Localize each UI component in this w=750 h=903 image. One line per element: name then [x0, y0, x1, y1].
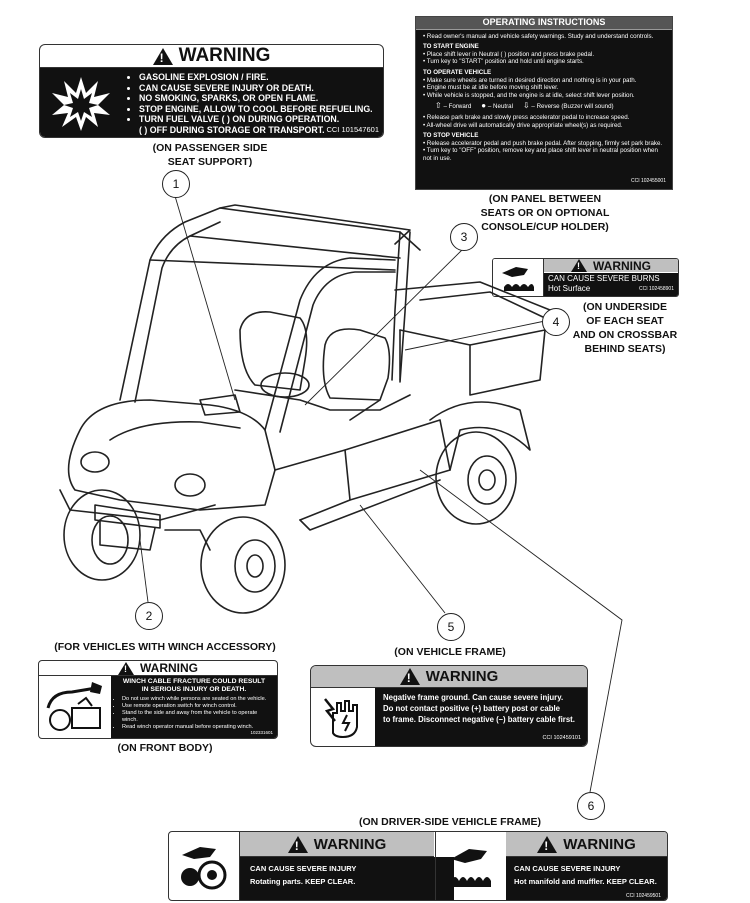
- callout-6: 6: [577, 792, 605, 820]
- rotating-body: CAN CAUSE SEVERE INJURY Rotating parts. …: [240, 857, 454, 900]
- fuel-warning-header: WARNING: [40, 45, 383, 68]
- neutral-icon: ●: [481, 101, 487, 111]
- fuel-line-1: GASOLINE EXPLOSION / FIRE.: [139, 72, 379, 83]
- driver-frame-warning-label: WARNING CAN CAUSE SEVERE INJURY Rotating…: [168, 831, 668, 901]
- rotating-header: WARNING: [240, 832, 434, 857]
- burns-warning-label: WARNING CAN CAUSE SEVERE BURNS Hot Surfa…: [492, 258, 679, 297]
- rotating-parts-icon: [169, 832, 240, 900]
- callout-1: 1: [162, 170, 190, 198]
- warning-triangle-icon: [118, 661, 134, 675]
- fuel-location-caption: (ON PASSENGER SIDE SEAT SUPPORT): [152, 142, 268, 168]
- warning-triangle-icon: [399, 668, 420, 685]
- frame-warning-label: WARNING Negative frame ground. Can cause…: [310, 665, 588, 747]
- fuel-line-4: STOP ENGINE, ALLOW TO COOL BEFORE REFUEL…: [139, 104, 379, 115]
- reverse-arrow-icon: ⇩: [522, 101, 530, 111]
- forward-arrow-icon: ⇧: [435, 101, 442, 111]
- start-heading: TO START ENGINE: [423, 43, 479, 51]
- fuel-line-6: ( ) OFF DURING STORAGE OR TRANSPORT.: [139, 124, 325, 135]
- stop-heading: TO STOP VEHICLE: [423, 132, 479, 140]
- callout-3: 3: [450, 223, 478, 251]
- hot-manifold-header: WARNING: [506, 832, 667, 857]
- callout-4: 4: [542, 308, 570, 336]
- warning-triangle-icon: [537, 835, 558, 853]
- operating-title: OPERATING INSTRUCTIONS: [416, 17, 672, 30]
- burns-body: CAN CAUSE SEVERE BURNS Hot Surface CCI 1…: [544, 273, 678, 296]
- operate-heading: TO OPERATE VEHICLE: [423, 68, 492, 76]
- fuel-line-5: TURN FUEL VALVE ( ) ON DURING OPERATION.: [139, 114, 379, 125]
- burns-location-caption: (ON UNDERSIDE OF EACH SEAT AND ON CROSSB…: [572, 301, 678, 355]
- fuel-warning-body: GASOLINE EXPLOSION / FIRE. CAN CAUSE SEV…: [40, 68, 383, 137]
- operating-intro: • Read owner's manual and vehicle safety…: [423, 32, 654, 40]
- frame-location-caption: (ON VEHICLE FRAME): [394, 646, 506, 658]
- callout-5: 5: [437, 613, 465, 641]
- winch-body: WINCH CABLE FRACTURE COULD RESULT IN SER…: [111, 676, 277, 738]
- operating-instructions-label: OPERATING INSTRUCTIONS • Read owner's ma…: [415, 16, 673, 190]
- fuel-warning-label: WARNING GASOLINE EXPLOSION / FIRE. CAN C…: [39, 44, 384, 138]
- operating-location-caption: (ON PANEL BETWEEN SEATS OR ON OPTIONAL C…: [480, 193, 610, 233]
- fuel-code: CCI 101547601: [326, 124, 379, 134]
- warning-triangle-icon: [571, 259, 587, 272]
- hot-manifold-icon: [435, 832, 507, 900]
- shock-hand-icon: [311, 688, 375, 746]
- driver-frame-location-caption: (ON DRIVER-SIDE VEHICLE FRAME): [358, 816, 541, 828]
- shift-positions: ⇧ – Forward ● – Neutral ⇩ – Reverse (Buz…: [435, 101, 614, 111]
- hot-manifold-body: CAN CAUSE SEVERE INJURY Hot manifold and…: [506, 857, 667, 900]
- fuel-warning-heading: WARNING: [178, 45, 271, 66]
- frame-header: WARNING: [311, 666, 587, 688]
- winch-warning-label: WARNING WINCH CABLE FRACTURE COULD RESUL…: [38, 660, 278, 739]
- callout-2: 2: [135, 602, 163, 630]
- warning-triangle-icon: [152, 47, 173, 65]
- frame-body: Negative frame ground. Can cause severe …: [375, 688, 587, 746]
- explosion-icon: [40, 68, 122, 137]
- winch-cable-icon: [39, 676, 111, 738]
- burns-header: WARNING: [544, 259, 678, 273]
- winch-header: WARNING: [39, 661, 277, 676]
- winch-location-caption: (ON FRONT BODY): [117, 742, 213, 754]
- fuel-line-2: CAN CAUSE SEVERE INJURY OR DEATH.: [139, 83, 379, 94]
- fuel-line-3: NO SMOKING, SPARKS, OR OPEN FLAME.: [139, 93, 379, 104]
- operating-code: CCI 102455001: [630, 178, 666, 185]
- winch-accessory-caption: (FOR VEHICLES WITH WINCH ACCESSORY): [54, 641, 276, 653]
- warning-triangle-icon: [287, 835, 308, 853]
